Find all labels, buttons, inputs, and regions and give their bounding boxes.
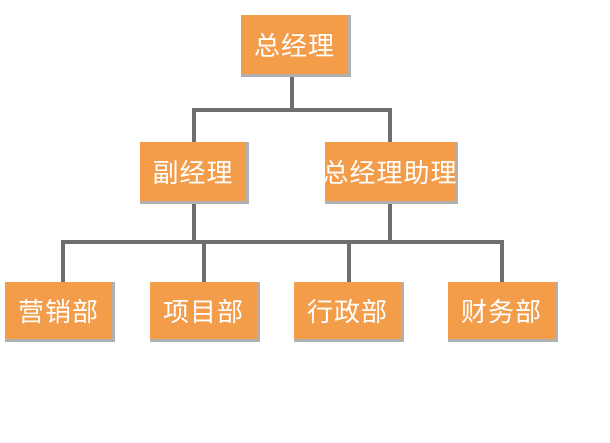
connector-department-1 <box>61 240 65 282</box>
connector-level2-bar <box>192 108 392 112</box>
connector-deputy-up <box>192 108 196 144</box>
node-general-manager: 总经理 <box>241 15 351 77</box>
node-project-dept: 项目部 <box>150 282 260 342</box>
node-administration-dept: 行政部 <box>294 282 404 342</box>
connector-department-4 <box>500 240 504 282</box>
connector-root-down <box>290 76 294 110</box>
connector-departments-bar <box>61 240 504 244</box>
connector-department-2 <box>202 240 206 282</box>
connector-department-3 <box>347 240 351 282</box>
node-deputy-manager: 副经理 <box>140 142 249 204</box>
connector-assistant-up <box>388 108 392 144</box>
connector-deputy-down <box>192 203 196 242</box>
connector-assistant-down <box>388 203 392 242</box>
node-gm-assistant: 总经理助理 <box>323 142 458 204</box>
node-finance-dept: 财务部 <box>448 282 558 342</box>
node-marketing-dept: 营销部 <box>5 282 115 342</box>
